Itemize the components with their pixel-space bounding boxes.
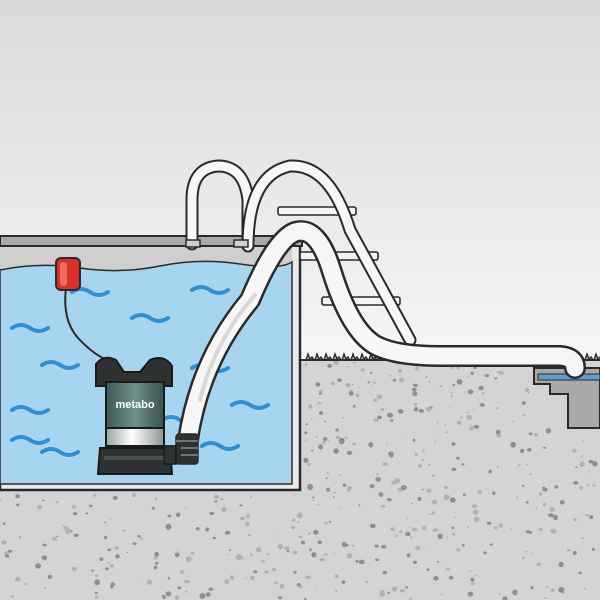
pump-brand-label: metabo: [115, 399, 154, 411]
ground-speckles: [0, 360, 598, 600]
pool-ladder-icon: [185, 159, 417, 347]
float-switch-icon: [55, 257, 109, 361]
pool-rim: [0, 235, 303, 247]
hose: [177, 220, 586, 451]
submersible-pump-icon: metabo: [95, 356, 177, 475]
